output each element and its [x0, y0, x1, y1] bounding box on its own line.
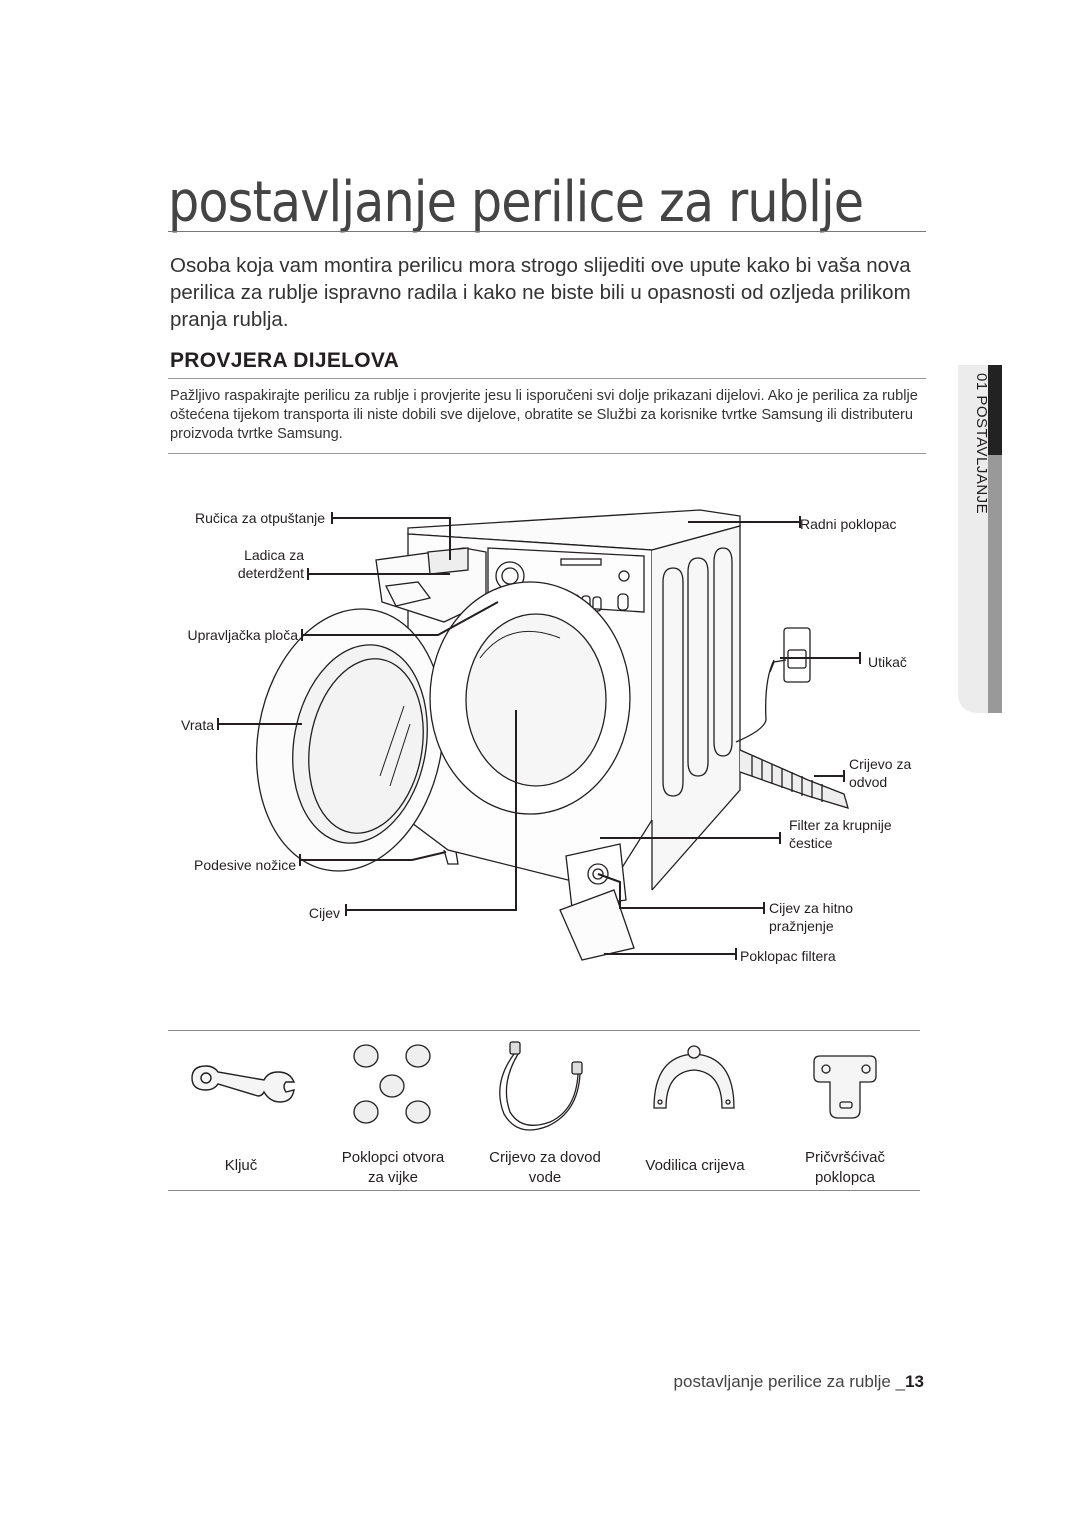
part-label-cover-holder-line2: poklopca [814, 1169, 876, 1186]
chapter-tab-marker [988, 455, 1002, 713]
parts-divider-top [168, 1030, 920, 1031]
label-debris-filter-line2: čestice [789, 835, 833, 851]
page-footer: postavljanje perilice za rublje _13 [0, 1372, 924, 1392]
chapter-tab-marker-active [988, 365, 1002, 455]
label-emergency-drain-line1: Cijev za hitno [769, 900, 854, 916]
label-release-handle: Ručica za otpuštanje [195, 510, 325, 526]
chapter-tab-background [958, 365, 988, 713]
part-label-water-supply-hose: Crijevo za dovod vode [470, 1148, 620, 1188]
part-label-water-supply-hose-line2: vode [528, 1169, 562, 1186]
part-label-cover-holder: Pričvršćivač poklopca [770, 1148, 920, 1188]
part-label-spanner: Ključ [224, 1157, 258, 1174]
hole-caps-icon [353, 1044, 431, 1124]
label-filter-cover: Poklopac filtera [740, 948, 836, 964]
spanner-icon [191, 1065, 296, 1103]
part-label-hole-caps-line1: Poklopci otvora [341, 1149, 445, 1166]
label-tube: Cijev [308, 905, 340, 921]
title-divider [168, 231, 926, 232]
part-spanner: Ključ [166, 1036, 316, 1186]
washing-machine-illustration [217, 509, 861, 961]
chapter-tab: 01 POSTAVLJANJE [958, 365, 1002, 713]
washing-machine-diagram: Ručica za otpuštanje Ladica za deterdžen… [168, 490, 928, 980]
label-plug: Utikač [868, 654, 907, 670]
part-label-hose-guide: Vodilica crijeva [645, 1157, 745, 1174]
chapter-tab-label: 01 POSTAVLJANJE [973, 373, 990, 515]
water-supply-hose-icon [499, 1041, 583, 1131]
cover-holder-icon [813, 1055, 877, 1119]
label-drain-hose-line2: odvod [849, 774, 888, 790]
part-label-hole-caps-line2: za vijke [367, 1169, 419, 1186]
label-detergent-drawer-line1: Ladica za [244, 547, 304, 563]
page-number: 13 [905, 1372, 924, 1391]
section-divider-bottom [168, 453, 926, 454]
page-title: postavljanje perilice za rublje [168, 170, 864, 235]
parts-divider-bottom [168, 1190, 920, 1191]
section-heading: PROVJERA DIJELOVA [170, 349, 400, 372]
label-worktop: Radni poklopac [800, 516, 897, 532]
part-water-supply-hose: Crijevo za dovod vode [470, 1036, 620, 1186]
part-hose-guide: Vodilica crijeva [620, 1036, 770, 1186]
label-debris-filter-line1: Filter za krupnije [789, 817, 892, 833]
part-label-hole-caps: Poklopci otvora za vijke [318, 1148, 468, 1188]
part-label-water-supply-hose-line1: Crijevo za dovod [489, 1149, 601, 1166]
section-divider-top [168, 378, 926, 379]
section-paragraph: Pažljivo raspakirajte perilicu za rublje… [170, 388, 918, 442]
label-adjustable-feet: Podesive nožice [194, 857, 296, 873]
label-drain-hose-line1: Crijevo za [849, 756, 912, 772]
label-detergent-drawer-line2: deterdžent [237, 565, 304, 581]
footer-text: postavljanje perilice za rublje _ [673, 1372, 906, 1391]
part-hole-caps: Poklopci otvora za vijke [318, 1036, 468, 1186]
label-emergency-drain-line2: pražnjenje [769, 918, 834, 934]
label-control-panel: Upravljačka ploča [187, 627, 299, 643]
part-label-cover-holder-line1: Pričvršćivač [804, 1149, 885, 1166]
intro-paragraph: Osoba koja vam montira perilicu mora str… [170, 254, 911, 331]
part-cover-holder: Pričvršćivač poklopca [770, 1036, 920, 1186]
label-door: Vrata [181, 717, 214, 733]
hose-guide-icon [653, 1045, 735, 1109]
